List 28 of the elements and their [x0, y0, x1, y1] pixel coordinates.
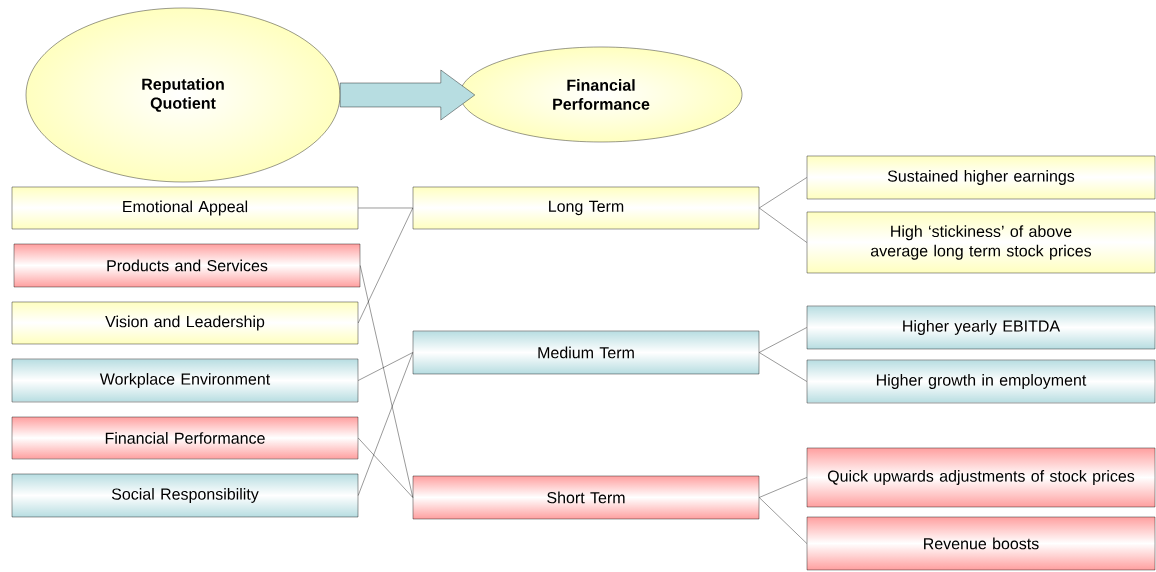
term-box: Long Term — [412, 186, 760, 230]
term-box: Higher yearly EBITDA — [806, 305, 1156, 350]
connector-line — [358, 437, 413, 498]
connector-line — [759, 207, 807, 243]
term-box: Emotional Appeal — [11, 186, 359, 230]
connector-line — [358, 352, 413, 381]
connector-line — [358, 352, 413, 496]
connector-line — [759, 497, 807, 544]
term-box: Financial Performance — [11, 416, 359, 460]
term-box: Social Responsibility — [11, 473, 359, 518]
term-box: Workplace Environment — [11, 358, 359, 403]
term-box: Revenue boosts — [806, 516, 1156, 571]
term-box: Quick upwards adjustments of stock prices — [806, 447, 1156, 508]
connector-line — [360, 265, 413, 498]
term-box: Short Term — [412, 475, 760, 520]
term-box: Medium Term — [412, 330, 760, 375]
connector-line — [759, 352, 807, 382]
term-box: Sustained higher earnings — [806, 155, 1156, 200]
term-box: Vision and Leadership — [11, 301, 359, 345]
connector-line — [358, 207, 413, 324]
term-box: High ‘stickiness’ of above average long term stock prices — [806, 211, 1156, 274]
block-arrow — [340, 69, 475, 121]
term-box: Products and Services — [13, 243, 361, 288]
connector-line — [759, 477, 807, 498]
term-box: Higher growth in employment — [806, 359, 1156, 404]
connector-line — [759, 177, 807, 209]
connector-line — [759, 327, 807, 353]
connector-line — [358, 207, 413, 209]
